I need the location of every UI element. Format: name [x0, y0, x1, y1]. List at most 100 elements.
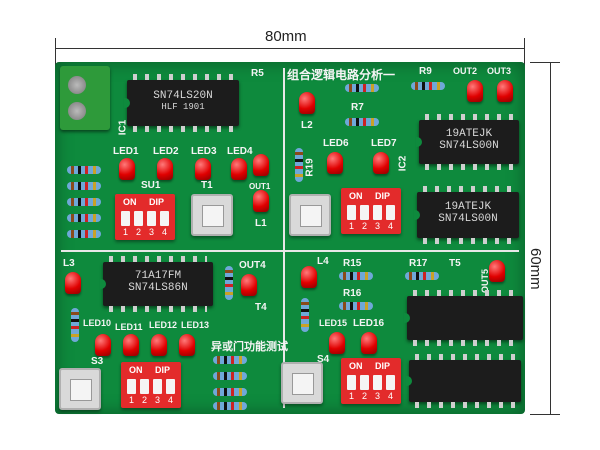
- width-dimension-line: [55, 48, 525, 49]
- ic-sn74ls20n: SN74LS20N HLF 1901: [124, 74, 239, 132]
- chip-marking-1: 19ATEJK: [445, 128, 493, 140]
- label-su1: SU1: [141, 180, 161, 191]
- ic-sn74ls00n-top: 19ATEJK SN74LS00N: [416, 114, 519, 170]
- resistor-bl-v: [225, 266, 233, 300]
- label-s3: S3: [91, 356, 104, 367]
- label-led12: LED12: [149, 320, 178, 330]
- ic-sn74ls86n: 71A17FM SN74LS86N: [100, 256, 213, 312]
- screw-terminal-1: [68, 76, 86, 94]
- led-4: [231, 158, 247, 180]
- dip-switch-1[interactable]: ON DIP 1 2 3 4: [115, 194, 175, 240]
- led-l4: [301, 266, 317, 288]
- led-11: [123, 334, 139, 356]
- led-out1-top: [253, 154, 269, 176]
- push-button-top-right[interactable]: [289, 194, 331, 236]
- chip-marking-1: SN74LS20N: [153, 90, 213, 102]
- divider-vertical: [283, 68, 285, 408]
- chip-marking-2: SN74LS00N: [438, 213, 498, 225]
- label-r17: R17: [409, 258, 428, 269]
- resistor-r7: [345, 118, 379, 126]
- resistor-bl-3: [213, 388, 247, 396]
- resistor-tl-1: [67, 166, 101, 174]
- led-out5: [489, 260, 505, 282]
- label-l4: L4: [317, 256, 329, 267]
- resistor-r16: [339, 302, 373, 310]
- label-led1: LED1: [113, 146, 139, 157]
- chip-marking-1: 19ATEJK: [444, 201, 492, 213]
- ic-sn74ls00n-bottom: 19ATEJK SN74LS00N: [414, 186, 519, 244]
- height-dimension-label: 60mm: [527, 248, 544, 290]
- resistor-r19: [295, 148, 303, 182]
- resistor-tl-4: [67, 214, 101, 222]
- label-led16: LED16: [353, 318, 385, 329]
- label-t4: T4: [255, 302, 267, 313]
- led-2: [157, 158, 173, 180]
- label-ic1: IC1: [117, 119, 129, 136]
- label-r5: R5: [251, 68, 264, 79]
- chip-marking-2: SN74LS86N: [128, 282, 188, 294]
- led-out2: [467, 80, 483, 102]
- label-r19: R19: [304, 158, 316, 177]
- label-t1: T1: [201, 180, 213, 191]
- label-led10: LED10: [83, 318, 112, 328]
- label-s4: S4: [317, 354, 330, 365]
- label-out4: OUT4: [239, 260, 266, 271]
- push-button-s3[interactable]: [59, 368, 101, 410]
- resistor-bl-1: [213, 356, 247, 364]
- dip-switch-2[interactable]: ON DIP 1 2 3 4: [341, 188, 401, 234]
- dip-switch-3[interactable]: ON DIP 1 2 3 4: [121, 362, 181, 408]
- ic-bottom-right-1: [404, 290, 523, 346]
- led-l3: [65, 272, 81, 294]
- resistor-r15: [339, 272, 373, 280]
- screw-terminal-2: [68, 102, 86, 120]
- label-xor-title: 异或门功能测试: [211, 341, 288, 353]
- label-led15: LED15: [319, 318, 348, 328]
- label-led7: LED7: [371, 138, 397, 149]
- label-led6: LED6: [323, 138, 349, 149]
- resistor-bl-2: [213, 372, 247, 380]
- label-out3: OUT3: [487, 66, 512, 76]
- chip-marking-2: HLF 1901: [161, 102, 205, 112]
- resistor-tl-3: [67, 198, 101, 206]
- width-dimension-tick-right: [524, 38, 525, 66]
- resistor-r17: [405, 272, 439, 280]
- label-led13: LED13: [181, 320, 210, 330]
- label-led11: LED11: [115, 322, 143, 332]
- label-t5: T5: [449, 258, 461, 269]
- resistor-r9: [411, 82, 445, 90]
- led-13: [179, 334, 195, 356]
- resistor-tl-2: [67, 182, 101, 190]
- width-dimension-tick-left: [55, 38, 56, 66]
- divider-horizontal: [61, 250, 519, 252]
- label-out2: OUT2: [453, 66, 478, 76]
- ic-bottom-right-2: [406, 354, 521, 408]
- width-dimension-label: 80mm: [265, 28, 307, 45]
- push-button-t1[interactable]: [191, 194, 233, 236]
- label-ic2: IC2: [397, 155, 409, 172]
- dip-switch-4[interactable]: ON DIP 1 2 3 4: [341, 358, 401, 404]
- pcb-board: SN74LS20N HLF 1901 R5 IC1 LED1 LED2 LED3…: [55, 62, 525, 414]
- label-r16: R16: [343, 288, 362, 299]
- chip-marking-1: 71A17FM: [134, 270, 182, 282]
- label-led4: LED4: [227, 146, 253, 157]
- resistor-br-v: [301, 298, 309, 332]
- led-out3: [497, 80, 513, 102]
- resistor-r-top-1: [345, 84, 379, 92]
- push-button-s4[interactable]: [281, 362, 323, 404]
- label-l2: L2: [301, 120, 313, 131]
- led-16: [361, 332, 377, 354]
- label-out1: OUT1: [249, 182, 271, 191]
- led-l2: [299, 92, 315, 114]
- resistor-bl-v2: [71, 308, 79, 342]
- height-dimension-tick-bottom: [530, 414, 560, 415]
- label-l3: L3: [63, 258, 75, 269]
- height-dimension-line: [550, 62, 551, 414]
- led-7: [373, 152, 389, 174]
- label-led2: LED2: [153, 146, 179, 157]
- label-led3: LED3: [191, 146, 217, 157]
- label-l1: L1: [255, 218, 267, 229]
- led-6: [327, 152, 343, 174]
- led-1: [119, 158, 135, 180]
- led-12: [151, 334, 167, 356]
- label-title-logic: 组合逻辑电路分析一: [287, 68, 396, 82]
